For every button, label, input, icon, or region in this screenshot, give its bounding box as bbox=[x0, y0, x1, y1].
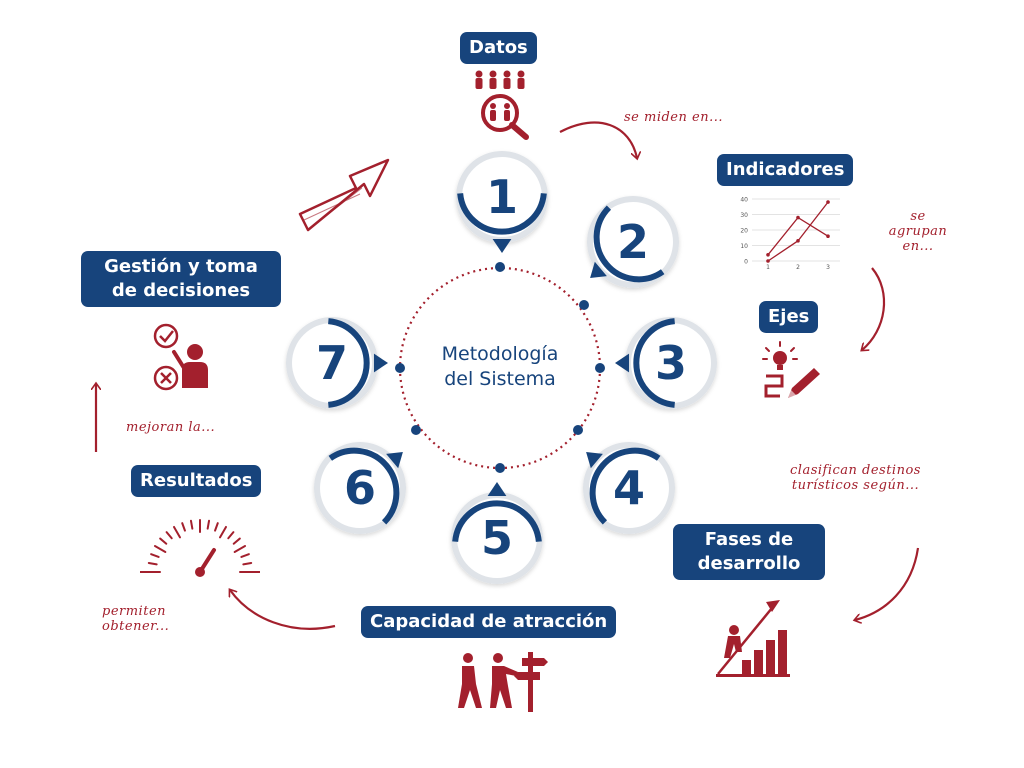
idea-pencil-icon bbox=[762, 341, 820, 398]
chart-point bbox=[766, 253, 770, 257]
chart-point bbox=[796, 215, 800, 220]
note-line: clasifican destinos bbox=[790, 463, 921, 478]
tourists-signpost-icon bbox=[458, 652, 548, 712]
step-number-3: 3 bbox=[654, 336, 687, 390]
note-line: turísticos según... bbox=[791, 478, 920, 493]
label-indicadores: Indicadores bbox=[717, 154, 854, 186]
arrow-datos-indicadores bbox=[559, 121, 637, 158]
arrow-ejes-fases bbox=[855, 547, 920, 620]
label-gestion: Gestión y toma de decisiones bbox=[81, 251, 281, 307]
note-line: en... bbox=[902, 239, 934, 254]
chart-y-tick: 0 bbox=[744, 259, 748, 266]
people-magnifier-icon bbox=[475, 70, 529, 140]
chart-y-tick: 40 bbox=[740, 197, 748, 204]
chart-point bbox=[796, 239, 800, 243]
note-line: obtener... bbox=[102, 619, 170, 634]
label-capacidad: Capacidad de atracción bbox=[361, 606, 617, 638]
chart-x-tick: 1 bbox=[766, 264, 770, 271]
label-datos: Datos bbox=[460, 32, 537, 64]
step-circle-4 bbox=[583, 442, 675, 534]
chart-y-tick: 20 bbox=[740, 228, 748, 235]
big-sketch-arrow bbox=[298, 158, 390, 232]
line-chart-icon: 0 10 20 30 40 1 2 3 bbox=[740, 197, 840, 271]
center-title-line2: del Sistema bbox=[444, 368, 556, 390]
chart-series-line bbox=[767, 201, 829, 262]
center-title-line1: Metodología bbox=[441, 343, 559, 365]
climber-stairs-icon bbox=[716, 600, 790, 677]
note-mejoran: mejoran la... bbox=[126, 420, 216, 435]
note-clasifican: clasifican destinos turísticos según... bbox=[790, 463, 921, 493]
step-circle-6 bbox=[314, 442, 406, 534]
note-se-miden: se miden en... bbox=[624, 110, 723, 125]
chart-y-tick: 30 bbox=[740, 212, 748, 219]
note-se-agrupan: se agrupan en... bbox=[878, 209, 958, 254]
note-line: agrupan bbox=[888, 224, 948, 239]
chart-x-tick: 2 bbox=[796, 264, 800, 271]
chart-y-tick: 10 bbox=[740, 243, 748, 250]
label-ejes: Ejes bbox=[759, 301, 819, 333]
speedometer-icon bbox=[140, 519, 260, 577]
person-checklist-icon bbox=[153, 323, 208, 391]
note-line: permiten bbox=[102, 604, 167, 619]
step-number-7: 7 bbox=[315, 336, 348, 390]
note-permiten: permiten obtener... bbox=[102, 604, 169, 634]
arrow-indicadores-ejes bbox=[862, 267, 886, 350]
step-number-6: 6 bbox=[343, 461, 376, 515]
center-connector-dots bbox=[395, 262, 605, 473]
label-resultados: Resultados bbox=[131, 465, 262, 497]
center-title: Metodología del Sistema bbox=[400, 342, 600, 392]
step-number-2: 2 bbox=[616, 215, 649, 269]
step-number-4: 4 bbox=[612, 461, 645, 515]
step-circle-2 bbox=[587, 196, 679, 288]
note-line: se bbox=[910, 209, 926, 224]
chart-point bbox=[826, 234, 830, 238]
step-number-1: 1 bbox=[485, 170, 518, 224]
label-fases: Fases de desarrollo bbox=[673, 524, 825, 580]
step-circle-5 bbox=[451, 482, 543, 584]
step-number-5: 5 bbox=[480, 511, 513, 565]
chart-point bbox=[826, 200, 830, 204]
chart-point bbox=[766, 259, 770, 263]
chart-x-tick: 3 bbox=[826, 264, 830, 271]
arrow-capacidad-resultados bbox=[230, 590, 336, 630]
step-circle-7 bbox=[286, 317, 388, 409]
chart-series-line bbox=[767, 216, 829, 256]
step-circle-3 bbox=[615, 317, 717, 409]
step-circle-1 bbox=[456, 151, 548, 253]
